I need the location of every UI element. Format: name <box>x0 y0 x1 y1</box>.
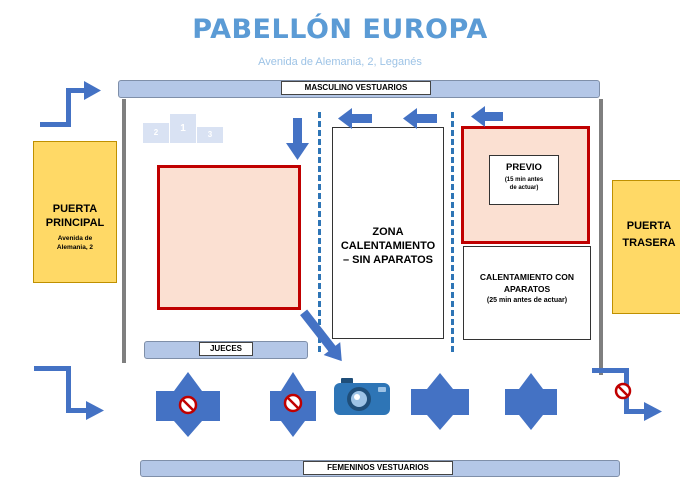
previo-note-2: de actuar) <box>509 185 539 191</box>
warmup-apparatus-note: (25 min antes de actuar) <box>486 297 568 304</box>
main-door-label-1: PUERTA <box>52 203 98 215</box>
previo-note-1: (15 min antes <box>504 177 544 183</box>
left-wall <box>122 99 126 363</box>
warmup-apparatus-label-1: CALENTAMIENTO CON <box>479 272 575 282</box>
venue-address: Avenida de Alemania, 2, Leganés <box>258 56 422 68</box>
podium-second: 2 <box>143 123 169 143</box>
previo-box: PREVIO (15 min antes de actuar) <box>489 155 559 205</box>
diagonal-arrow <box>300 309 342 362</box>
male-changing-rooms-label: MASCULINO VESTUARIOS <box>281 81 431 95</box>
lane-divider-left <box>318 112 321 352</box>
apparatus-arrow-4 <box>505 373 557 430</box>
entry-arrow <box>40 81 101 127</box>
left-arrow-1 <box>338 108 372 129</box>
podium: 2 1 3 <box>141 110 225 144</box>
back-door-label-1: PUERTA <box>626 220 672 232</box>
camera-icon <box>334 378 390 415</box>
no-entry-icon <box>178 395 198 415</box>
down-arrow <box>286 118 309 160</box>
warmup-zone-label-1: ZONA <box>372 226 404 238</box>
left-arrow-3 <box>471 106 503 127</box>
page-title: PABELLÓN EUROPA <box>192 14 488 45</box>
warmup-zone-label-2: CALENTAMIENTO <box>340 240 436 252</box>
back-door: PUERTA TRASERA <box>612 180 680 314</box>
left-arrow-2 <box>403 108 437 129</box>
no-entry-icon <box>614 382 632 400</box>
main-door-label-2: PRINCIPAL <box>45 217 105 229</box>
warmup-apparatus-label-2: APARATOS <box>503 284 551 294</box>
podium-third: 3 <box>197 127 223 143</box>
main-door: PUERTA PRINCIPAL Avenida de Alemania, 2 <box>33 141 117 283</box>
judges-label: JUECES <box>199 342 253 356</box>
previo-title: PREVIO <box>506 162 542 173</box>
main-door-address-1: Avenida de <box>57 235 93 242</box>
lane-divider-right <box>451 112 454 352</box>
no-entry-icon <box>283 393 303 413</box>
warmup-zone-label-3: – SIN APARATOS <box>342 254 434 266</box>
exit-arrow-left <box>34 366 104 420</box>
podium-first: 1 <box>170 114 196 143</box>
warmup-zone-with-apparatus: CALENTAMIENTO CON APARATOS (25 min antes… <box>463 246 591 340</box>
competition-area <box>157 165 301 310</box>
warmup-zone-no-apparatus: ZONA CALENTAMIENTO – SIN APARATOS <box>332 127 444 339</box>
main-door-address-2: Alemania, 2 <box>56 244 94 251</box>
right-wall <box>599 99 603 375</box>
back-door-label-2: TRASERA <box>622 237 676 249</box>
apparatus-arrow-3 <box>411 373 469 430</box>
female-changing-rooms-label: FEMENINOS VESTUARIOS <box>303 461 453 475</box>
